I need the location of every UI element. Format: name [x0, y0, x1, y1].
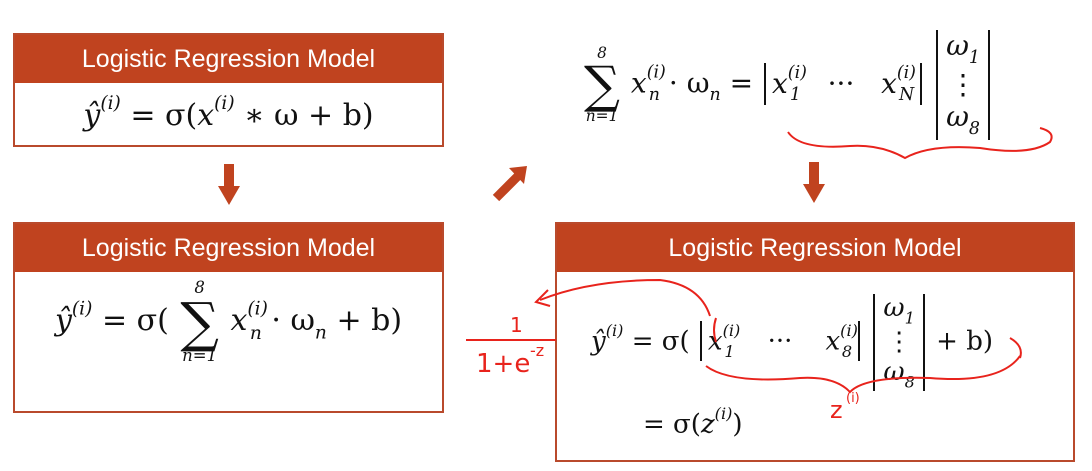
down-arrow-left-icon [218, 164, 240, 205]
model-box-2: Logistic Regression Model ŷ(i) = σ( 8 ∑ … [13, 222, 444, 413]
model-box-1-equation: ŷ(i) = σ(x(i) ∗ ω + b) [83, 93, 374, 133]
handwritten-b-stroke [1009, 337, 1022, 359]
row-vector: x(i)1 ··· x(i)N [764, 62, 923, 106]
model-box-3-equation-line1: ŷ(i) = σ( x(i)1 ··· x(i)8 ω1 ⋮ ω8 + b) [591, 293, 993, 392]
model-box-1: Logistic Regression Model ŷ(i) = σ(x(i) … [13, 33, 444, 147]
handwritten-brace-bottom [705, 355, 1021, 394]
diagonal-arrow-icon [492, 166, 527, 202]
handwritten-x-stroke [713, 317, 717, 343]
handwritten-exponent: -z [530, 341, 544, 360]
handwritten-brace-top [787, 127, 1053, 160]
handwritten-arrowhead [534, 289, 551, 307]
summation: 8 ∑ n=1 [180, 278, 219, 365]
handwritten-denominator: 1+e [476, 349, 530, 379]
down-arrow-right-icon [803, 162, 825, 203]
handwritten-z-label: z [830, 396, 843, 424]
column-vector: ω1 ⋮ ω8 [936, 29, 990, 140]
model-box-1-title: Logistic Regression Model [15, 35, 442, 83]
model-box-2-title: Logistic Regression Model [15, 224, 442, 272]
summation: 8 ∑ n=1 [584, 43, 620, 125]
handwritten-arrow-curve [539, 278, 711, 317]
handwritten-numerator: 1 [510, 313, 523, 337]
summation-expansion-equation: 8 ∑ n=1 x(i)n · ωn = x(i)1 ··· x(i)N ω1 … [582, 29, 993, 140]
model-box-3-title: Logistic Regression Model [557, 224, 1073, 272]
model-box-3-equation-line2: = σ(z(i)) [643, 404, 743, 440]
model-box-2-equation: ŷ(i) = σ( 8 ∑ n=1 x(i)n · ωn + b) [54, 278, 403, 365]
handwritten-z-superscript: (i) [846, 391, 860, 406]
model-box-3: Logistic Regression Model ŷ(i) = σ( x(i)… [555, 222, 1075, 462]
